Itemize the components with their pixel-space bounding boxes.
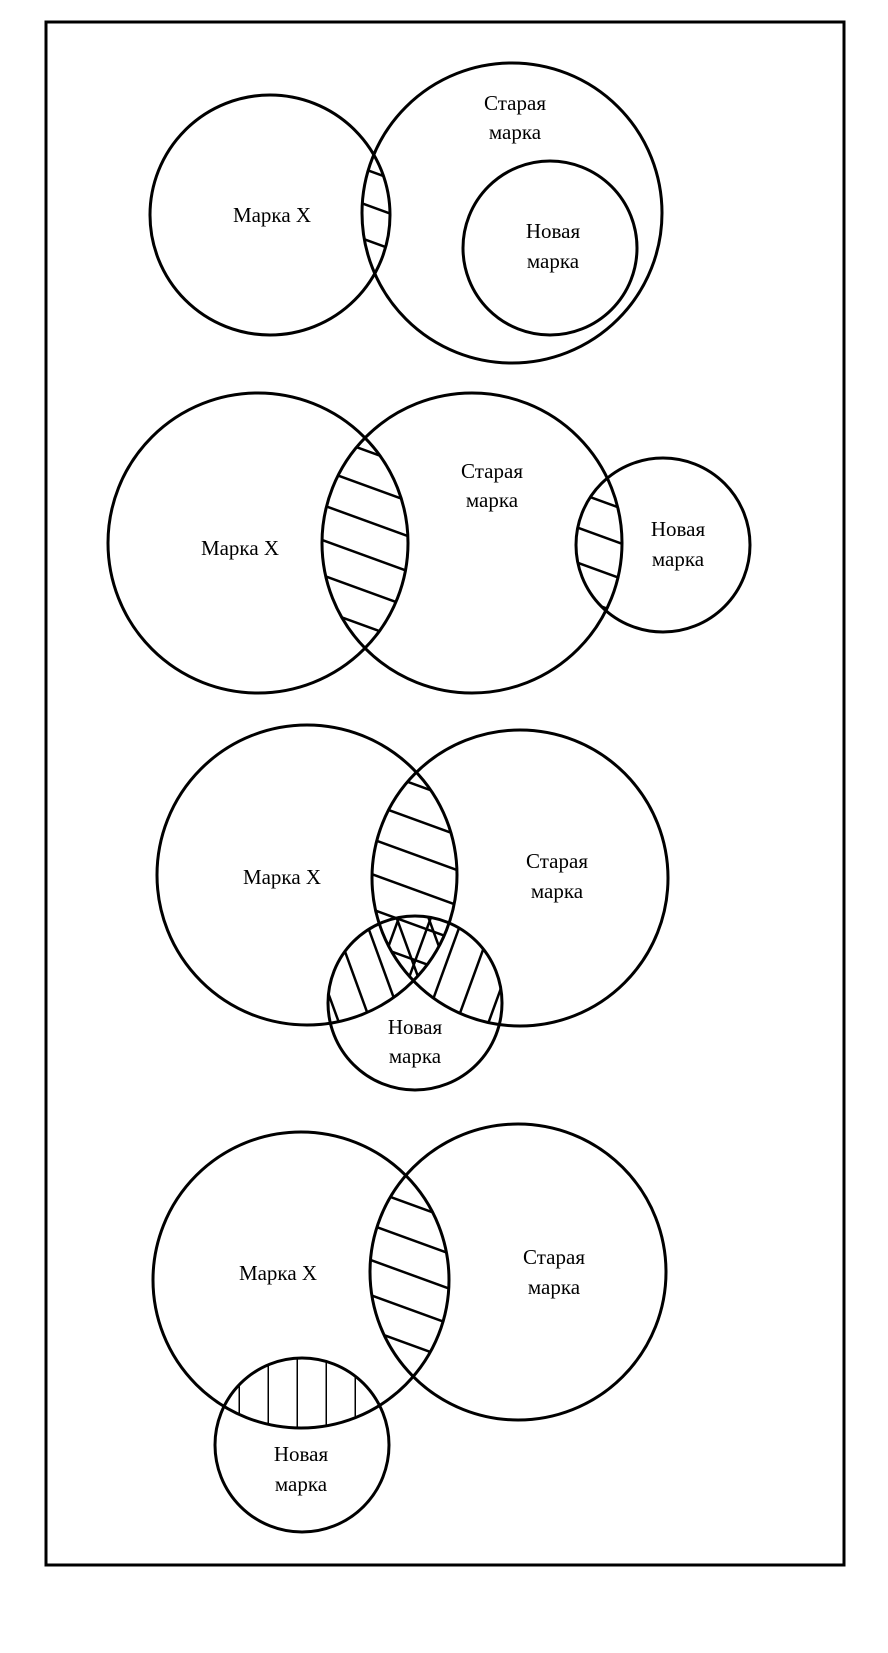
circle-brand-x	[151, 1130, 451, 1430]
label-new-brand-2: марка	[389, 1044, 442, 1068]
label-old-brand-1: Старая	[526, 849, 588, 873]
label-old-brand-2: марка	[466, 488, 519, 512]
label-old-brand-1: Старая	[461, 459, 523, 483]
label-old-brand-1: Старая	[523, 1245, 585, 1269]
circle-new-brand	[213, 1356, 391, 1534]
label-old-brand-1: Старая	[484, 91, 546, 115]
figure-frame	[44, 20, 846, 1567]
label-new-brand-1: Новая	[274, 1442, 329, 1466]
circle-old-brand	[368, 1122, 668, 1422]
label-old-brand-2: марка	[528, 1275, 581, 1299]
circle-old-brand	[370, 728, 670, 1028]
label-brand-x: Марка X	[233, 203, 311, 227]
label-new-brand-2: марка	[275, 1472, 328, 1496]
circle-old-brand	[360, 61, 664, 365]
circle-brand-x	[155, 723, 459, 1027]
circle-brand-x	[106, 391, 410, 695]
label-new-brand-1: Новая	[388, 1015, 443, 1039]
label-brand-x: Марка X	[239, 1261, 317, 1285]
circle-brand-x	[148, 93, 392, 337]
label-brand-x: Марка X	[243, 865, 321, 889]
circle-new-brand	[461, 159, 639, 337]
circle-new-brand	[326, 914, 504, 1092]
label-old-brand-2: марка	[531, 879, 584, 903]
circle-new-brand	[574, 456, 752, 634]
label-new-brand-2: марка	[652, 547, 705, 571]
label-new-brand-2: марка	[527, 249, 580, 273]
label-brand-x: Марка X	[201, 536, 279, 560]
label-old-brand-2: марка	[489, 120, 542, 144]
circle-old-brand	[320, 391, 624, 695]
label-new-brand-1: Новая	[651, 517, 706, 541]
label-new-brand-1: Новая	[526, 219, 581, 243]
